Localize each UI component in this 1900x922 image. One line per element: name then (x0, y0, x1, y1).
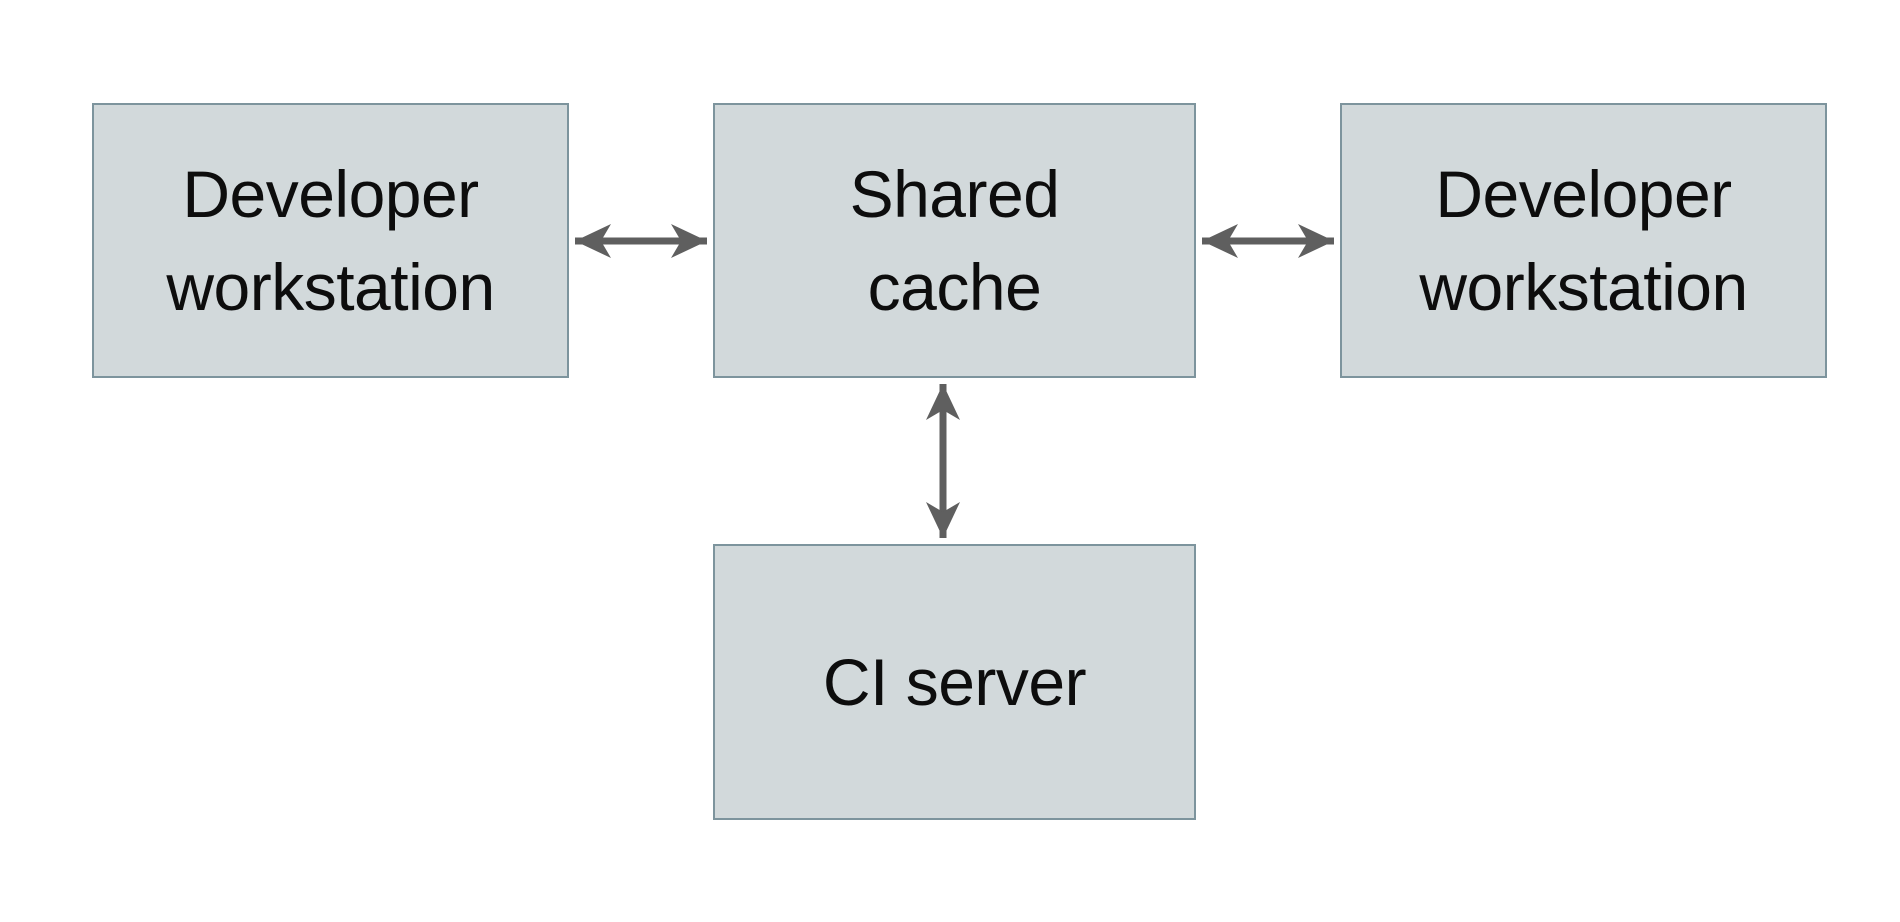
node-ci-server: CI server (713, 544, 1196, 820)
bidirectional-arrow-cache-ci (926, 384, 960, 538)
node-label: Shared cache (850, 148, 1060, 334)
node-label-line: CI server (822, 644, 1087, 719)
node-label: Developer workstation (1419, 148, 1748, 334)
bidirectional-arrow-left-cache (575, 224, 707, 258)
node-developer-workstation-right: Developer workstation (1340, 103, 1827, 378)
node-label-line: Shared (849, 156, 1060, 231)
node-label-line: cache (867, 249, 1042, 324)
bidirectional-arrow-cache-right (1202, 224, 1334, 258)
node-label-line: workstation (1419, 249, 1748, 324)
node-label: CI server (822, 636, 1087, 729)
node-shared-cache: Shared cache (713, 103, 1196, 378)
node-label: Developer workstation (166, 148, 495, 334)
node-label-line: Developer (182, 156, 479, 231)
node-label-line: Developer (1435, 156, 1732, 231)
node-developer-workstation-left: Developer workstation (92, 103, 569, 378)
node-label-line: workstation (166, 249, 495, 324)
